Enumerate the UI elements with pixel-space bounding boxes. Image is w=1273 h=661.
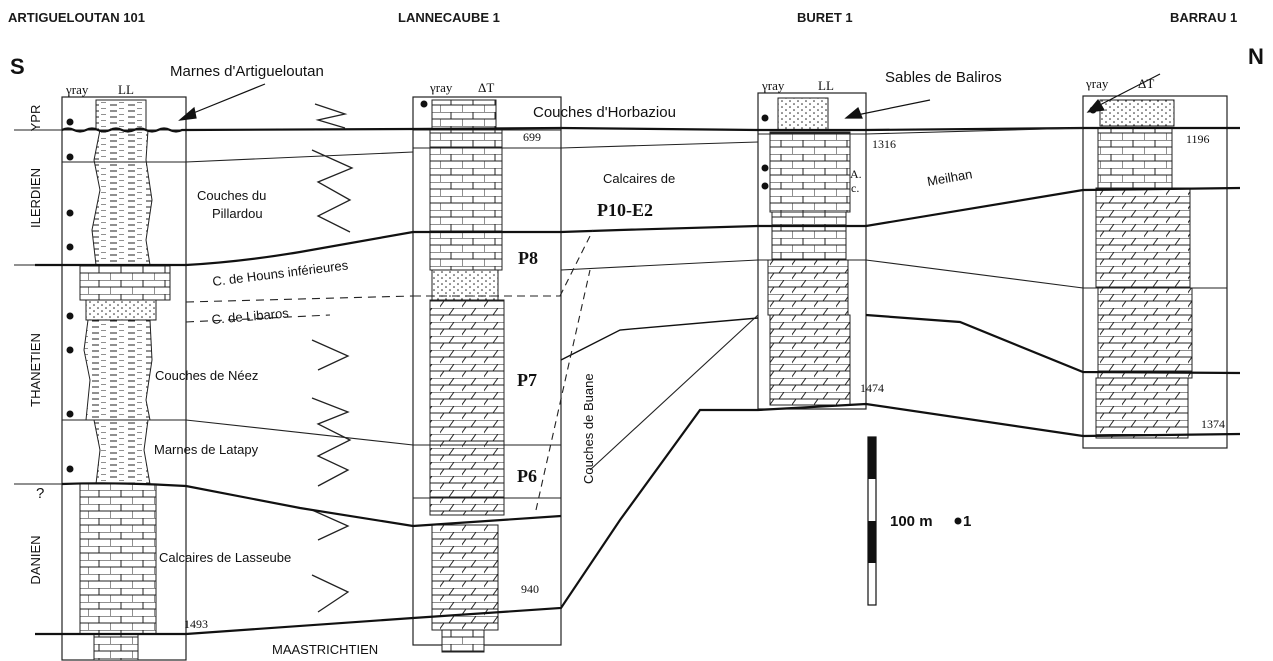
well-title-artigueloutan: ARTIGUELOUTAN 101 (8, 10, 145, 25)
column-barrau (1083, 96, 1227, 448)
formation-buane: Couches de Buane (581, 373, 596, 484)
legend-dot-icon (955, 518, 962, 525)
stage-ilerdien: ILERDIEN (28, 168, 43, 228)
stage-danien: DANIEN (28, 535, 43, 584)
question-mark: ? (36, 485, 44, 502)
well-title-lannecaube: LANNECAUBE 1 (398, 10, 500, 25)
formation-pillardou-1: Couches du (197, 188, 266, 203)
stage-ypr: YPR (28, 105, 43, 132)
formation-pillardou-2: Pillardou (212, 206, 263, 221)
formation-neez: Couches de Néez (155, 368, 258, 383)
formation-latapy: Marnes de Latapy (154, 442, 259, 457)
label-ac-a: A. (850, 167, 862, 181)
cycle-zigzags (312, 104, 352, 612)
formation-p10-e2: P10-E2 (597, 200, 653, 220)
column-lannecaube (413, 97, 561, 652)
log-left-buret: γray (761, 78, 785, 93)
scale-bar (868, 437, 876, 605)
depth-lannecaube-base: 940 (521, 582, 539, 596)
formation-meilhan: Meilhan (926, 166, 973, 189)
depth-barrau-top: 1196 (1186, 132, 1210, 146)
log-right-artigueloutan: LL (118, 82, 134, 97)
legend-dot-label: 1 (963, 513, 971, 530)
depth-buret-base: 1474 (860, 381, 884, 395)
formation-calcaires-de: Calcaires de (603, 171, 675, 186)
well-title-buret: BURET 1 (797, 10, 853, 25)
formation-couches-horbaziou: Couches d'Horbaziou (533, 104, 676, 121)
stage-maastrichtien: MAASTRICHTIEN (272, 642, 378, 657)
formation-marnes-artigueloutan: Marnes d'Artigueloutan (170, 63, 324, 80)
label-ac-c: c. (851, 181, 859, 195)
formation-libaros: C. de Libaros (211, 305, 290, 327)
south-label: S (10, 54, 25, 79)
stage-thanetien: THANETIEN (28, 333, 43, 407)
north-label: N (1248, 44, 1264, 69)
depth-artigueloutan-base: 1493 (184, 617, 208, 631)
log-right-lannecaube: ΔT (478, 80, 494, 95)
depth-buret-top: 1316 (872, 137, 896, 151)
column-buret (758, 93, 866, 409)
formation-lasseube: Calcaires de Lasseube (159, 550, 291, 565)
zone-p8: P8 (518, 248, 538, 268)
zone-p6: P6 (517, 466, 537, 486)
log-left-artigueloutan: γray (65, 82, 89, 97)
depth-lannecaube-top: 699 (523, 130, 541, 144)
zone-p7: P7 (517, 370, 537, 390)
log-left-barrau: γray (1085, 76, 1109, 91)
log-right-buret: LL (818, 78, 834, 93)
log-left-lannecaube: γray (429, 80, 453, 95)
scale-label: 100 m (890, 513, 933, 530)
well-title-barrau: BARRAU 1 (1170, 10, 1237, 25)
formation-sables-baliros: Sables de Baliros (885, 69, 1002, 86)
depth-barrau-base: 1374 (1201, 417, 1225, 431)
